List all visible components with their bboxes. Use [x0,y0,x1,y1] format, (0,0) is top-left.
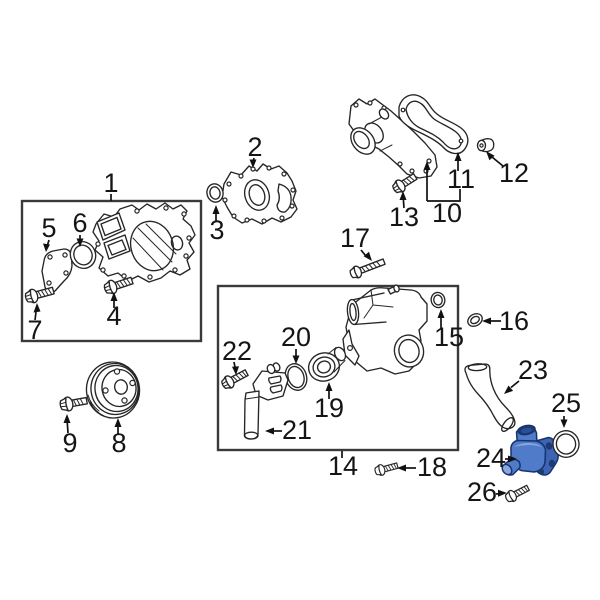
callout-26-label: 26 [467,477,497,507]
part-11-housing-gasket[interactable] [398,94,469,155]
callout-14[interactable]: 14 [328,451,358,481]
callout-20[interactable]: 20 [281,322,311,364]
callout-4-label: 4 [106,301,121,331]
callout-24[interactable]: 24 [476,443,517,473]
callout-2-label: 2 [247,132,262,162]
callout-1[interactable]: 1 [103,168,119,201]
thermostat-housing-assembly-box-14 [216,284,460,452]
callout-22-label: 22 [222,336,252,366]
callout-5-label: 5 [41,213,56,243]
part-4-bolt[interactable] [103,274,134,296]
part-23-hose[interactable] [464,363,516,433]
part-12-plug-cap[interactable] [476,138,495,153]
callout-22[interactable]: 22 [222,336,252,375]
callout-24-label: 24 [476,443,506,473]
callout-19[interactable]: 19 [314,382,344,423]
callout-12[interactable]: 12 [486,151,529,188]
callout-11[interactable]: 11 [447,152,475,194]
part-9-bolt[interactable] [59,394,88,412]
callout-1-label: 1 [103,168,118,198]
callout-18[interactable]: 18 [397,452,447,482]
callout-17-label: 17 [340,223,370,253]
callout-13[interactable]: 13 [389,191,419,232]
callout-16[interactable]: 16 [482,306,529,336]
callout-6-label: 6 [72,208,87,238]
callout-20-label: 20 [281,322,311,352]
callout-25[interactable]: 25 [551,388,581,428]
part-26-bolt[interactable] [504,483,531,504]
callout-25-label: 25 [551,388,581,418]
callout-11-label: 11 [447,164,475,194]
callout-13-label: 13 [389,202,419,232]
callout-3-label: 3 [209,215,224,245]
part-10-auxiliary-water-pump[interactable] [346,98,438,179]
part-25-o-ring-seal[interactable] [551,428,582,459]
part-7-bolt[interactable] [24,284,55,305]
part-3-o-ring[interactable] [205,182,225,204]
callout-21-label: 21 [282,415,312,445]
callout-15[interactable]: 15 [434,309,464,352]
callout-8[interactable]: 8 [111,418,127,458]
callout-17[interactable]: 17 [340,223,372,261]
callout-5[interactable]: 5 [41,213,57,252]
callout-6[interactable]: 6 [72,208,88,247]
callout-18-label: 18 [417,452,447,482]
part-18-bolt[interactable] [374,460,399,476]
callout-2[interactable]: 2 [247,132,263,168]
part-16-o-ring[interactable] [466,311,485,329]
part-6-seal-gasket[interactable] [66,238,100,273]
part-17-bolt[interactable] [349,256,387,280]
callout-10-label: 10 [432,198,462,228]
part-2-water-pump-gasket[interactable] [221,163,298,225]
callout-4[interactable]: 4 [106,292,122,331]
part-5-cover-gasket[interactable] [41,248,73,293]
callout-15-label: 15 [434,322,464,352]
part-22-bolt[interactable] [220,367,250,391]
part-15-o-ring[interactable] [430,291,446,309]
part-14-thermostat-housing[interactable] [342,284,428,375]
water-pump-assembly-box-1 [20,199,203,343]
callout-16-label: 16 [499,306,529,336]
callout-9-label: 9 [62,428,77,458]
callout-7-label: 7 [27,315,42,345]
part-13-bolt[interactable] [391,171,419,195]
callout-10[interactable]: 10 [423,161,463,228]
part-19-thermostat[interactable] [305,345,348,385]
callout-21[interactable]: 21 [265,415,312,445]
part-21-outlet-tube[interactable] [243,362,289,440]
callout-12-label: 12 [499,158,529,188]
assembly-14-frame [216,284,460,452]
callout-19-label: 19 [314,393,344,423]
callout-8-label: 8 [111,428,126,458]
callout-3[interactable]: 3 [209,205,225,245]
part-24-thermostat-water-outlet-highlighted[interactable] [500,424,559,476]
callout-23[interactable]: 23 [504,355,548,394]
callout-23-label: 23 [518,355,548,385]
callout-7[interactable]: 7 [27,303,43,345]
part-1-water-pump-housing[interactable] [92,202,196,283]
callout-9[interactable]: 9 [62,414,78,458]
callout-14-label: 14 [328,451,358,481]
callout-26[interactable]: 26 [467,477,507,507]
part-8-water-pump-pulley[interactable] [83,359,143,422]
